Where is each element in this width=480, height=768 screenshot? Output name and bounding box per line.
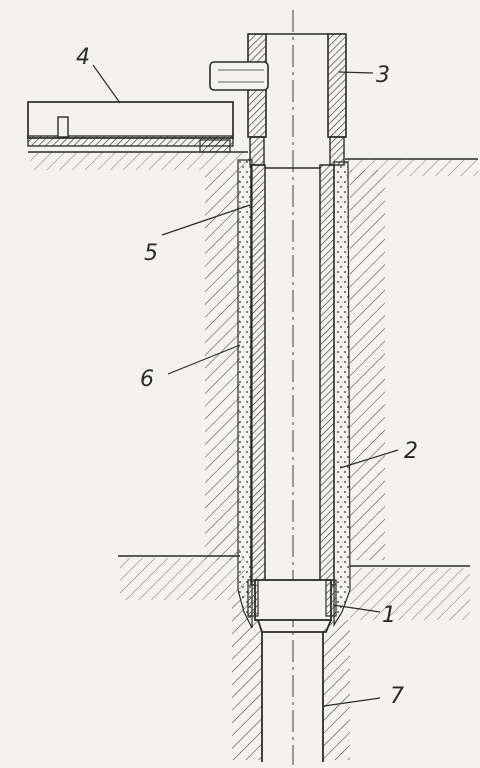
annular-fill-6: [237, 159, 351, 629]
leader-lines: [92, 64, 399, 707]
callout-2: 2: [404, 439, 418, 464]
casing-pipe-2: [250, 164, 335, 586]
lower-ground-surface: [118, 555, 470, 567]
callout-3: 3: [376, 63, 390, 88]
lower-pipe-7: [261, 632, 324, 762]
callout-7: 7: [390, 684, 404, 709]
head-fitting-3: [209, 33, 347, 166]
callout-5: 5: [144, 241, 158, 266]
bottom-coupling-1: [247, 579, 337, 633]
callout-1: 1: [382, 603, 396, 628]
lower-soil-hatching: [120, 558, 470, 760]
callout-6: 6: [140, 367, 154, 392]
tray-assembly-4: [27, 101, 234, 153]
upper-soil-hatching: [30, 152, 478, 560]
callout-4: 4: [76, 45, 90, 70]
